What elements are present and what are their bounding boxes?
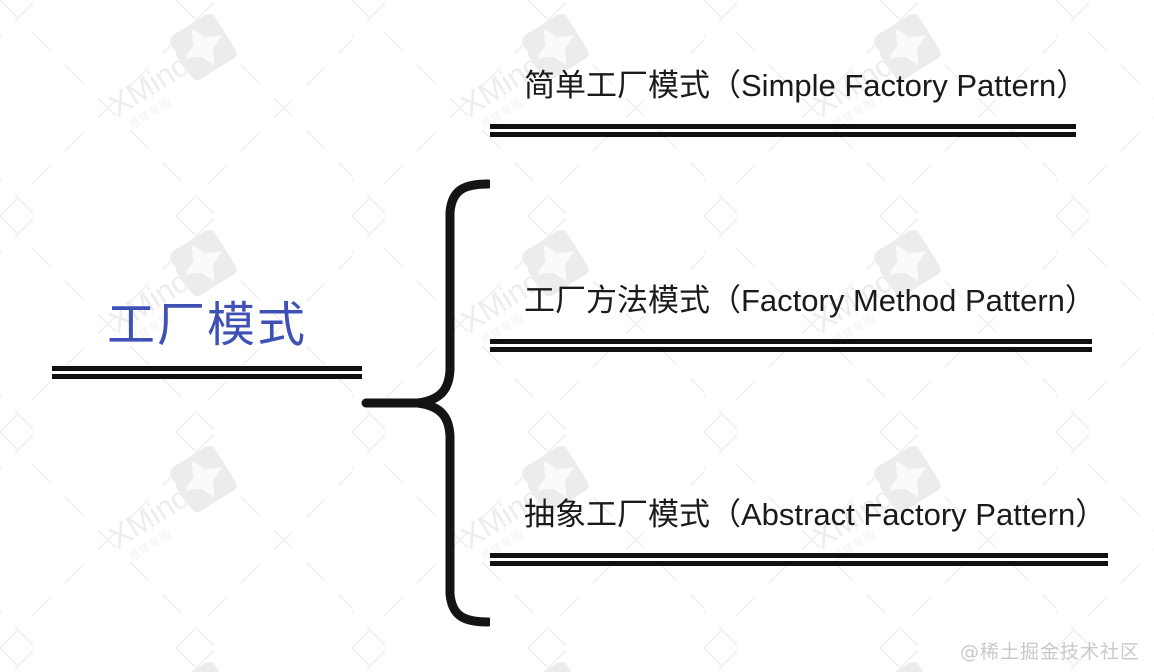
- branch-node-label: 简单工厂模式（Simple Factory Pattern）: [524, 68, 1088, 103]
- root-underline-bottom: [52, 374, 362, 379]
- corner-watermark: @稀土掘金技术社区: [959, 641, 1140, 663]
- branch-underline-bottom: [490, 347, 1092, 352]
- branch-node-label: 工厂方法模式（Factory Method Pattern）: [524, 283, 1096, 318]
- branch-node-underline: [490, 553, 1108, 566]
- branch-node-abstract-factory[interactable]: 抽象工厂模式（Abstract Factory Pattern）: [490, 491, 1108, 566]
- branch-node-simple-factory[interactable]: 简单工厂模式（Simple Factory Pattern）: [490, 62, 1088, 137]
- branch-underline-bottom: [490, 132, 1076, 137]
- branch-node-factory-method[interactable]: 工厂方法模式（Factory Method Pattern）: [490, 277, 1096, 352]
- branch-node-underline: [490, 124, 1076, 137]
- brace-connector: [361, 179, 490, 627]
- root-node-underline: [52, 366, 362, 379]
- root-node-label: 工厂模式: [106, 299, 307, 352]
- branch-node-underline: [490, 339, 1092, 352]
- branch-underline-bottom: [490, 561, 1108, 566]
- root-node[interactable]: 工厂模式: [52, 296, 362, 379]
- branch-node-label: 抽象工厂模式（Abstract Factory Pattern）: [524, 497, 1107, 532]
